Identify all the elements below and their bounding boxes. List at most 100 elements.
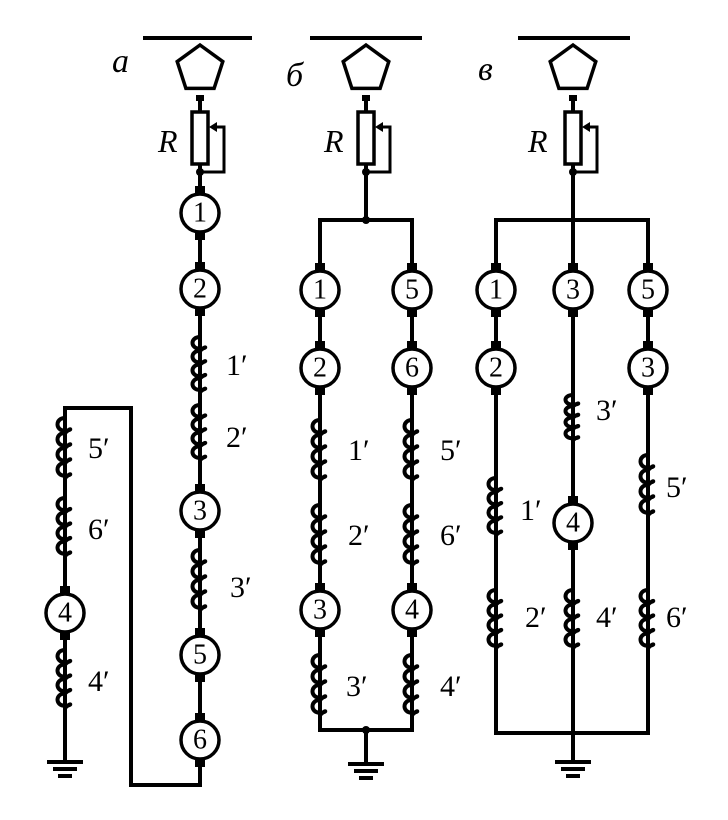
panel-b-junction-bottom [362,726,370,734]
panel-b-junction-top [362,168,370,176]
motor-number-c-1: 1 [489,275,503,306]
panel-c-pantograph-icon [548,42,598,91]
panel-c-motor-5-terminal-bottom [643,309,653,317]
motor-number-c-3-middle: 3 [566,275,580,306]
panel-c-coil-6 [638,588,656,650]
panel-b-motor-6-terminal-bottom [407,387,417,395]
panel-label-c: в [478,51,493,88]
panel-b-coil-3 [310,653,328,717]
motor-number-b-3: 3 [313,595,327,626]
panel-b-motor-5-terminal-bottom [407,309,417,317]
panel-b-motor-2-terminal-bottom [315,387,325,395]
panel-c-motor-3-middle-terminal-bottom [568,309,578,317]
panel-c-motor-3-right-terminal-top [643,341,653,349]
panel-c-motor-1-terminal-bottom [491,309,501,317]
panel-b-motor-3 [299,589,341,631]
panel-a-motor-1 [179,192,221,234]
panel-a-motor-5-terminal-bottom [195,674,205,682]
panel-b-motor-4-terminal-top [407,583,417,591]
coil-label-a-1: 1′ [226,349,248,382]
panel-b-motor-2-terminal-top [315,341,325,349]
motor-number-a-5: 5 [193,640,207,671]
motor-number-c-5: 5 [641,275,655,306]
panel-b-pantograph-icon [341,42,391,91]
panel-a-motor-5 [179,634,221,676]
panel-a-motor-3-terminal-top [195,484,205,492]
panel-c-rheostat-slider [573,125,599,174]
motor-number-b-2: 2 [313,353,327,384]
panel-a-motor-2-terminal-top [195,262,205,270]
panel-a-junction [196,168,204,176]
panel-a-pantograph-terminal [196,95,204,101]
coil-label-a-5: 5′ [88,432,110,465]
panel-b-motor-1-terminal-bottom [315,309,325,317]
panel-c-coil-4 [563,588,581,650]
coil-label-c-5: 5′ [666,471,688,504]
panel-a-motor-6 [179,719,221,761]
panel-a-motor-2-terminal-bottom [195,308,205,316]
motor-number-a-3: 3 [193,496,207,527]
panel-a-motor-4-terminal-bottom [60,632,70,640]
panel-a-pantograph-icon [175,42,225,91]
panel-c-junction-top [569,168,577,176]
panel-a-motor-3 [179,490,221,532]
panel-b-resistor [356,110,376,166]
panel-b-motor-6 [391,347,433,389]
motor-number-b-4: 4 [405,595,419,626]
panel-c-pantograph-terminal [569,95,577,101]
panel-b-motor-4 [391,589,433,631]
panel-c-motor-5 [627,269,669,311]
panel-c-motor-2-terminal-top [491,341,501,349]
coil-label-b-6: 6′ [440,519,462,552]
panel-c-resistor [563,110,583,166]
panel-c-top-bus [494,218,650,267]
coil-label-b-5: 5′ [440,434,462,467]
motor-number-a-1: 1 [193,198,207,229]
resistor-label-b: R [323,123,344,159]
coil-label-c-6: 6′ [666,601,688,634]
panel-a-motor-6-terminal-bottom [195,759,205,767]
panel-b-motor-3-terminal-top [315,583,325,591]
panel-a-motor-1-terminal-bottom [195,232,205,240]
panel-c-motor-5-terminal-top [643,263,653,271]
coil-label-c-2: 2′ [525,601,547,634]
coil-label-c-3: 3′ [596,394,618,427]
coil-label-a-6: 6′ [88,513,110,546]
panel-c-motor-4-terminal-bottom [568,542,578,550]
panel-label-b: б [286,57,305,94]
panel-a-coil-6 [55,496,73,558]
panel-label-a: а [112,43,129,80]
panel-c-coil-1 [486,476,504,537]
coil-label-b-3: 3′ [346,670,368,703]
panel-b-branches [318,263,414,732]
panel-a-motor-5-terminal-top [195,628,205,636]
panel-b-motor-2 [299,347,341,389]
panel-a-resistor [190,110,210,166]
panel-b-junction-bus [362,216,370,224]
coil-label-c-1: 1′ [520,494,542,527]
motor-number-c-4: 4 [566,508,580,539]
panel-c-motor-1 [475,269,517,311]
panel-b-motor-1 [299,269,341,311]
panel-a-motor-3-terminal-bottom [195,530,205,538]
panel-b-coil-6 [402,503,420,567]
motor-number-c-2: 2 [489,353,503,384]
panel-a-coil-5 [55,416,73,480]
panel-b-motor-1-terminal-top [315,263,325,271]
panel-b-rheostat-arrow-icon [375,122,383,132]
panel-b-motor-5-terminal-top [407,263,417,271]
coil-label-b-4: 4′ [440,670,462,703]
motor-number-a-2: 2 [193,274,207,305]
coil-label-a-4: 4′ [88,665,110,698]
panel-c-motor-4 [552,502,594,544]
panel-c-motor-3-right [627,347,669,389]
panel-a-motor-1-terminal-top [195,186,205,194]
panel-c-motor-4-terminal-top [568,496,578,504]
motor-number-b-5: 5 [405,275,419,306]
panel-a-motor-4-terminal-top [60,586,70,594]
panel-b-motor-4-terminal-bottom [407,629,417,637]
coil-label-a-2: 2′ [226,421,248,454]
panel-a-coil-4 [55,648,73,710]
motor-number-a-4: 4 [58,598,72,629]
